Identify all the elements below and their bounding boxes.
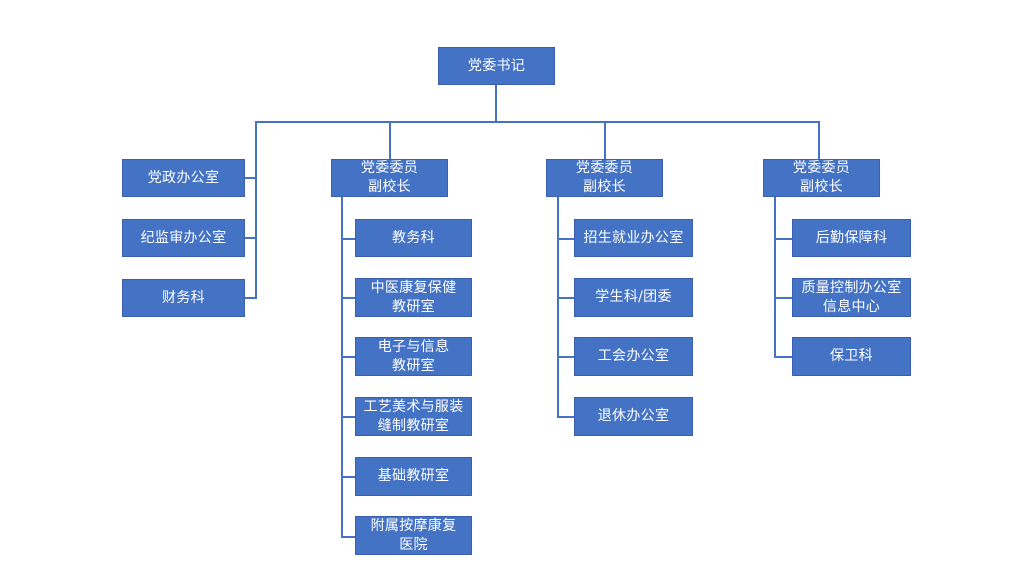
node-branch2-child-6[interactable]: 附属按摩康复 医院 [355, 516, 472, 555]
node-branch2-child-4[interactable]: 工艺美术与服装 缝制教研室 [355, 397, 472, 436]
connector-drop-branch-4 [818, 121, 820, 159]
connector-b1-c2 [245, 237, 257, 239]
connector-b3-c4 [557, 416, 574, 418]
connector-drop-branch-3 [604, 121, 606, 159]
node-branch3-child-4[interactable]: 退休办公室 [574, 397, 693, 436]
node-branch3-child-2[interactable]: 学生科/团委 [574, 278, 693, 317]
connector-b2-c1 [341, 238, 355, 240]
node-branch2-child-2[interactable]: 中医康复保健 教研室 [355, 278, 472, 317]
connector-b1-c3 [245, 297, 257, 299]
connector-b2-c5 [341, 476, 355, 478]
connector-b3-c3 [557, 356, 574, 358]
node-root[interactable]: 党委书记 [438, 47, 555, 85]
connector-b4-c1 [774, 238, 792, 240]
connector-b2-spine [341, 197, 343, 537]
connector-b4-c2 [774, 297, 792, 299]
connector-b3-c2 [557, 297, 574, 299]
node-branch1-child-1[interactable]: 党政办公室 [122, 159, 245, 197]
connector-b4-spine [774, 197, 776, 357]
node-branch1-child-2[interactable]: 纪监审办公室 [122, 219, 245, 257]
node-branch1-child-3[interactable]: 财务科 [122, 279, 245, 317]
node-branch2-child-1[interactable]: 教务科 [355, 219, 472, 257]
node-branch2-child-5[interactable]: 基础教研室 [355, 457, 472, 496]
node-branch4-child-2[interactable]: 质量控制办公室 信息中心 [792, 278, 911, 317]
connector-drop-branch-1 [255, 121, 257, 299]
node-branch4-child-3[interactable]: 保卫科 [792, 337, 911, 376]
node-branch3-header[interactable]: 党委委员 副校长 [546, 159, 663, 197]
node-branch2-child-3[interactable]: 电子与信息 教研室 [355, 337, 472, 376]
connector-b4-c3 [774, 356, 792, 358]
node-branch4-header[interactable]: 党委委员 副校长 [763, 159, 880, 197]
node-branch4-child-1[interactable]: 后勤保障科 [792, 219, 911, 257]
connector-root-stem [495, 84, 497, 123]
connector-b1-c1 [245, 177, 257, 179]
connector-b2-c4 [341, 416, 355, 418]
connector-b3-c1 [557, 238, 574, 240]
connector-b2-c2 [341, 297, 355, 299]
connector-b2-c6 [341, 536, 355, 538]
node-branch2-header[interactable]: 党委委员 副校长 [331, 159, 448, 197]
connector-main-bus [255, 121, 820, 123]
node-branch3-child-1[interactable]: 招生就业办公室 [574, 219, 693, 257]
connector-b3-spine [557, 197, 559, 417]
connector-b2-c3 [341, 356, 355, 358]
connector-drop-branch-2 [389, 121, 391, 159]
node-branch3-child-3[interactable]: 工会办公室 [574, 337, 693, 376]
